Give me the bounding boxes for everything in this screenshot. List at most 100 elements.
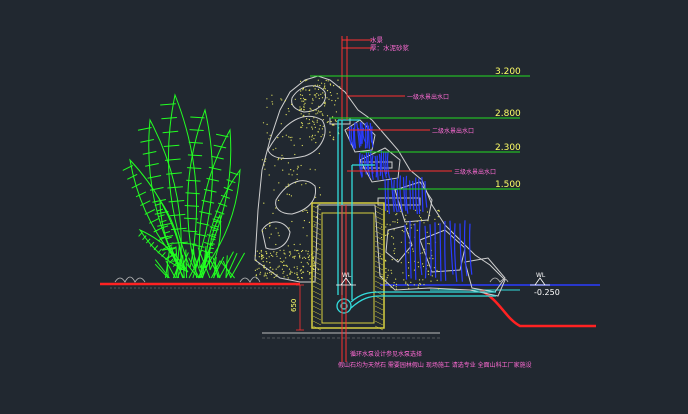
rock-speckle [256,250,258,252]
rock-speckle [299,94,302,96]
rock-speckle [322,125,324,127]
rock-speckle [436,269,438,272]
water-strand [469,223,473,275]
water-strand [384,178,387,212]
grass-frond [202,245,207,279]
water-strand [387,179,390,214]
rock-speckle [308,273,310,275]
rock-speckle [387,230,389,232]
rock-speckle [380,236,383,239]
rock-speckle [407,283,409,285]
hatch-line [312,280,322,286]
water-strand [382,151,387,179]
rock-speckle [334,119,336,121]
rock-speckle [283,252,285,254]
rock-speckle [275,275,277,277]
hatch-line [374,255,384,261]
rock-speckle [335,120,337,123]
rock-speckle [429,214,431,217]
rock-speckle [394,248,396,250]
rock-speckle [302,257,304,259]
tropical-plant [122,93,246,279]
leaf-vein [212,225,218,228]
rock-speckle [312,98,314,100]
rock-speckle [385,271,387,273]
rock-speckle [306,235,308,237]
rock-speckle [261,258,263,260]
rock-speckle [381,276,383,278]
hatch-line [374,210,384,216]
leaf-vein [127,173,138,180]
rock-speckle [422,279,424,281]
rock-speckle [332,116,334,118]
water-strand [405,175,409,214]
rock-speckle [288,173,290,175]
hatch-line [374,230,384,236]
rock-speckle [396,259,398,261]
rock-speckle [408,242,410,244]
rock-speckle [300,80,302,82]
water-strand [386,151,391,179]
rock-speckle [264,160,266,162]
rock-speckle [277,137,279,139]
hatch-line [374,315,384,321]
rock-speckle [323,88,325,90]
note-rockery: 假山石均为天然石 需要园林假山 现场施工 请选专业 全面山科工厂家施设 [338,361,532,369]
rock-speckle [286,265,288,268]
leaf-vein [163,231,171,234]
rock-speckle [307,253,309,255]
rock-speckle [312,256,314,259]
plant-leaf [204,168,241,269]
rock-speckle [300,98,302,100]
leaf-vein [186,179,201,182]
rock-speckle [316,119,318,121]
rock-speckle [259,271,262,273]
rock-speckle [305,250,307,252]
rock-speckle [303,220,305,222]
leaf-vein [140,200,151,207]
rock-speckle [311,102,313,104]
water-strand [393,179,398,213]
leaf-vein [161,117,177,120]
rock-speckle [294,98,296,100]
rock-speckle [309,168,311,170]
rock-speckle [329,83,331,85]
water-strand [356,123,361,148]
rock-speckle [281,268,283,270]
rock-speckle [326,115,329,117]
leaf-vein [164,158,181,161]
rock-speckle [394,221,396,223]
rock-speckle [422,263,424,265]
rock-speckle [293,257,295,259]
rock-speckle [262,254,264,256]
rock-speckle [393,243,395,245]
rock-speckle [290,139,292,141]
rock-speckle [407,284,409,286]
leaf-vein [210,238,216,241]
rock-speckle [305,183,307,185]
rock-speckle [324,88,326,90]
rock-speckle [392,237,394,239]
rock-speckle [419,282,421,285]
hatch-line [312,305,322,311]
hatch-line [374,215,384,221]
leaf-vein [122,165,134,171]
leaf-vein [154,203,162,206]
rock-speckle [306,118,308,120]
grass-frond [199,264,203,279]
water-strand [359,122,362,147]
leaf-vein [158,214,165,218]
leaf-vein [131,182,142,189]
water-strand [399,175,403,213]
rock-speckle [400,241,402,243]
leaf-vein [160,103,176,106]
grass-frond [222,260,232,279]
leaf-vein [211,233,217,236]
rock-speckle [432,258,434,260]
rock-speckle [283,271,285,273]
rock-speckle [276,255,278,257]
rock-speckle [311,134,314,136]
water-strand [414,177,418,215]
rock-speckle [269,252,272,254]
